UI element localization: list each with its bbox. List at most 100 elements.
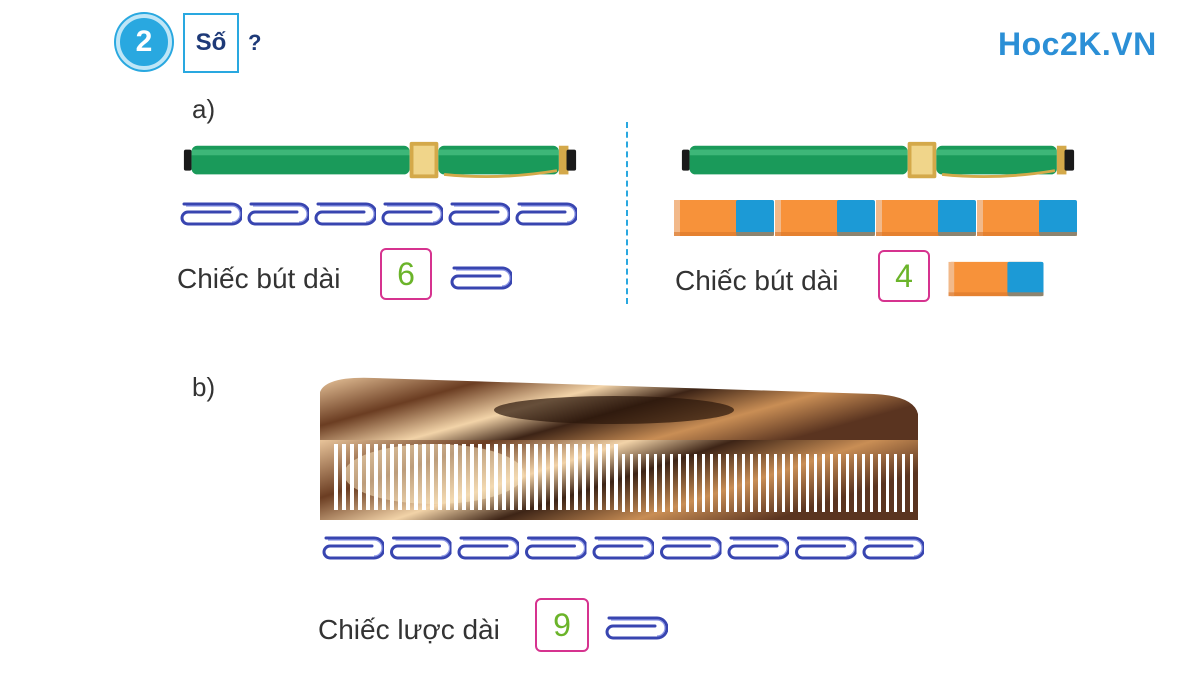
comb-tooth-gap xyxy=(886,454,889,512)
section-divider xyxy=(626,122,628,304)
paperclip-row-b xyxy=(318,534,928,564)
comb-tooth-gap xyxy=(726,454,729,512)
comb-tooth-gap xyxy=(870,454,873,512)
comb-tooth-gap xyxy=(374,444,378,510)
comb-tooth-gap xyxy=(446,444,450,510)
paperclip-icon xyxy=(390,536,452,560)
comb-tooth-gap xyxy=(862,454,865,512)
eraser-row-a-right xyxy=(674,198,1078,238)
paperclip-row-a-left xyxy=(176,200,586,230)
comb-tooth-gap xyxy=(678,454,681,512)
paperclip-icon xyxy=(381,202,443,226)
eraser-icon xyxy=(948,261,1044,297)
comb-tooth-gap xyxy=(694,454,697,512)
comb-tooth-gap xyxy=(854,454,857,512)
comb-tooth-gap xyxy=(750,454,753,512)
exercise-number-badge: 2 xyxy=(116,14,172,70)
comb-tooth-gap xyxy=(390,444,394,510)
comb-image xyxy=(320,377,918,520)
comb-tooth-gap xyxy=(462,444,466,510)
eraser-icon xyxy=(977,200,1077,236)
comb-tooth-gap xyxy=(406,444,410,510)
sentence-b: Chiếc lược dài xyxy=(318,614,500,645)
comb-tooth-gap xyxy=(486,444,490,510)
comb-tooth-gap xyxy=(534,444,538,510)
answer-box-b[interactable]: 9 xyxy=(535,598,589,652)
comb-tooth-gap xyxy=(470,444,474,510)
paperclip-icon xyxy=(450,266,512,290)
comb-tooth-gap xyxy=(398,444,402,510)
comb-tooth-gap xyxy=(670,454,673,512)
comb-tooth-gap xyxy=(606,444,610,510)
paperclip-icon xyxy=(660,536,722,560)
comb-tooth-gap xyxy=(734,454,737,512)
comb-tooth-gap xyxy=(838,454,841,512)
comb-tooth-gap xyxy=(910,454,913,512)
comb-tooth-gap xyxy=(686,454,689,512)
comb-tooth-gap xyxy=(814,454,817,512)
pen-image-left xyxy=(182,140,578,180)
paperclip-icon xyxy=(247,202,309,226)
task-label: Số xyxy=(183,13,239,73)
comb-tooth-gap xyxy=(478,444,482,510)
comb-tooth-gap xyxy=(590,444,594,510)
comb-tooth-gap xyxy=(846,454,849,512)
comb-tooth-gap xyxy=(806,454,809,512)
comb-tooth-gap xyxy=(830,454,833,512)
comb-tooth-gap xyxy=(718,454,721,512)
comb-tooth-gap xyxy=(558,444,562,510)
comb-tooth-gap xyxy=(758,454,761,512)
comb-tooth-gap xyxy=(550,444,554,510)
comb-tooth-gap xyxy=(702,454,705,512)
paperclip-icon xyxy=(592,536,654,560)
comb-tooth-gap xyxy=(518,444,522,510)
paperclip-icon xyxy=(180,202,242,226)
comb-tooth-gap xyxy=(766,454,769,512)
task-question-mark: ? xyxy=(248,30,262,55)
paperclip-icon xyxy=(448,202,510,226)
comb-tooth-gap xyxy=(366,444,370,510)
comb-tooth-gap xyxy=(878,454,881,512)
sentence-a-left: Chiếc bút dài xyxy=(177,263,341,294)
brand-logo: Hoc2K.VN xyxy=(998,26,1157,62)
paperclip-icon xyxy=(322,536,384,560)
sentence-a-right: Chiếc bút dài xyxy=(675,265,839,296)
answer-box-a-left[interactable]: 6 xyxy=(380,248,432,300)
comb-tooth-gap xyxy=(774,454,777,512)
comb-tooth-gap xyxy=(790,454,793,512)
answer-box-a-right[interactable]: 4 xyxy=(878,250,930,302)
comb-tooth-gap xyxy=(358,444,362,510)
comb-tooth-gap xyxy=(574,444,578,510)
paperclip-icon xyxy=(515,202,577,226)
paperclip-icon xyxy=(727,536,789,560)
paperclip-icon xyxy=(795,536,857,560)
comb-tooth-gap xyxy=(662,454,665,512)
comb-tooth-gap xyxy=(382,444,386,510)
comb-tooth-gap xyxy=(894,454,897,512)
comb-tooth-gap xyxy=(502,444,506,510)
comb-tooth-gap xyxy=(638,454,641,512)
eraser-icon xyxy=(674,200,774,236)
comb-tooth-gap xyxy=(822,454,825,512)
comb-tooth-gap xyxy=(798,454,801,512)
comb-tooth-gap xyxy=(614,444,618,510)
comb-tooth-gap xyxy=(422,444,426,510)
comb-tooth-gap xyxy=(342,444,346,510)
comb-tooth-gap xyxy=(526,444,530,510)
comb-tooth-gap xyxy=(902,454,905,512)
part-b-label: b) xyxy=(192,372,216,402)
comb-tooth-gap xyxy=(646,454,649,512)
comb-tooth-gap xyxy=(454,444,458,510)
part-a-label: a) xyxy=(192,94,216,124)
eraser-icon xyxy=(876,200,976,236)
pen-image-right xyxy=(680,140,1076,180)
comb-tooth-gap xyxy=(622,454,625,512)
comb-tooth-gap xyxy=(566,444,570,510)
paperclip-icon xyxy=(862,536,924,560)
comb-tooth-gap xyxy=(782,454,785,512)
comb-tooth-gap xyxy=(414,444,418,510)
paperclip-icon xyxy=(605,616,668,640)
comb-tooth-gap xyxy=(510,444,514,510)
comb-tooth-gap xyxy=(630,454,633,512)
comb-tooth-gap xyxy=(710,454,713,512)
